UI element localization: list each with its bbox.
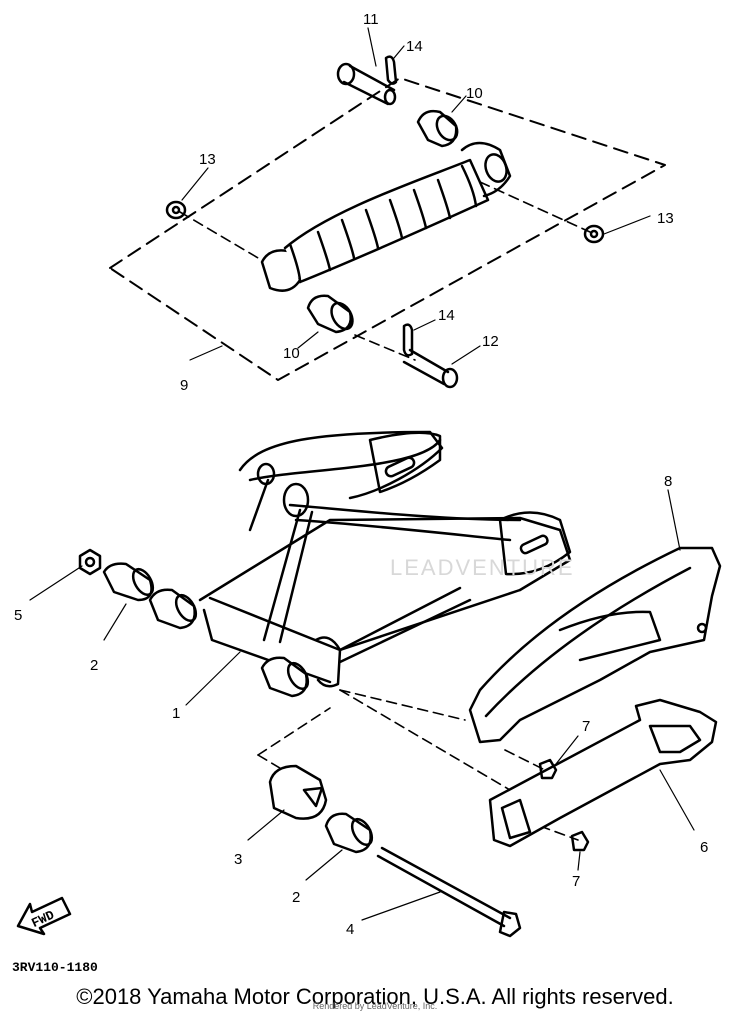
bushing-left-inner (148, 588, 198, 630)
callout-13-right: 13 (657, 210, 674, 227)
lower-bolt (402, 348, 459, 389)
callout-7-upper: 7 (582, 718, 590, 735)
callout-10-lower: 10 (283, 345, 300, 362)
callout-7-lower: 7 (572, 873, 580, 890)
callout-11: 11 (363, 11, 379, 28)
callout-10-upper: 10 (466, 85, 483, 102)
cotter-pin-lower (402, 323, 414, 357)
rendered-by-note: Rendered by LeadVenture, Inc. (312, 1001, 438, 1011)
rear-shock-absorber (260, 141, 512, 292)
callout-12: 12 (482, 333, 499, 350)
copyright-notice: ©2018 Yamaha Motor Corporation, U.S.A. A… (76, 984, 674, 1009)
watermark-text: LEADVENTURE (390, 555, 575, 580)
callout-1: 1 (172, 705, 180, 722)
thrust-cover (268, 764, 328, 820)
collar-bottom (324, 812, 374, 854)
callout-13-left: 13 (199, 151, 216, 168)
callout-3: 3 (234, 851, 242, 868)
callout-14-lower: 14 (438, 307, 455, 324)
forward-arrow-icon (16, 896, 72, 936)
collar-lower (306, 294, 354, 334)
alignment-lines (179, 181, 591, 841)
nut (78, 548, 102, 576)
washer-right (583, 224, 605, 244)
bushing-left-outer (102, 562, 155, 602)
swingarm (198, 430, 572, 688)
callout-4: 4 (346, 921, 354, 938)
bolt-case (538, 758, 558, 780)
washer-left (165, 200, 187, 220)
leader-lines (29, 27, 695, 921)
callout-9: 9 (180, 377, 188, 394)
callout-8: 8 (664, 473, 672, 490)
bushing-right (260, 656, 310, 698)
chain-guide (488, 698, 718, 848)
callout-2-lower: 2 (292, 889, 300, 906)
callout-5: 5 (14, 607, 22, 624)
upper-bolt (336, 62, 397, 106)
callout-2-upper: 2 (90, 657, 98, 674)
collar-upper (416, 109, 459, 148)
shock-assembly-outline (109, 77, 666, 381)
part-code: 3RV110-1180 (12, 960, 98, 975)
chain-case (468, 546, 722, 744)
callout-6: 6 (700, 839, 708, 856)
callout-numbers: 11 14 10 13 13 14 10 12 9 8 5 2 1 7 6 7 … (14, 11, 708, 938)
bolt-guide (570, 830, 590, 852)
cotter-pin-upper (384, 55, 398, 85)
pivot-shaft (376, 846, 522, 938)
callout-14-upper: 14 (406, 38, 423, 55)
